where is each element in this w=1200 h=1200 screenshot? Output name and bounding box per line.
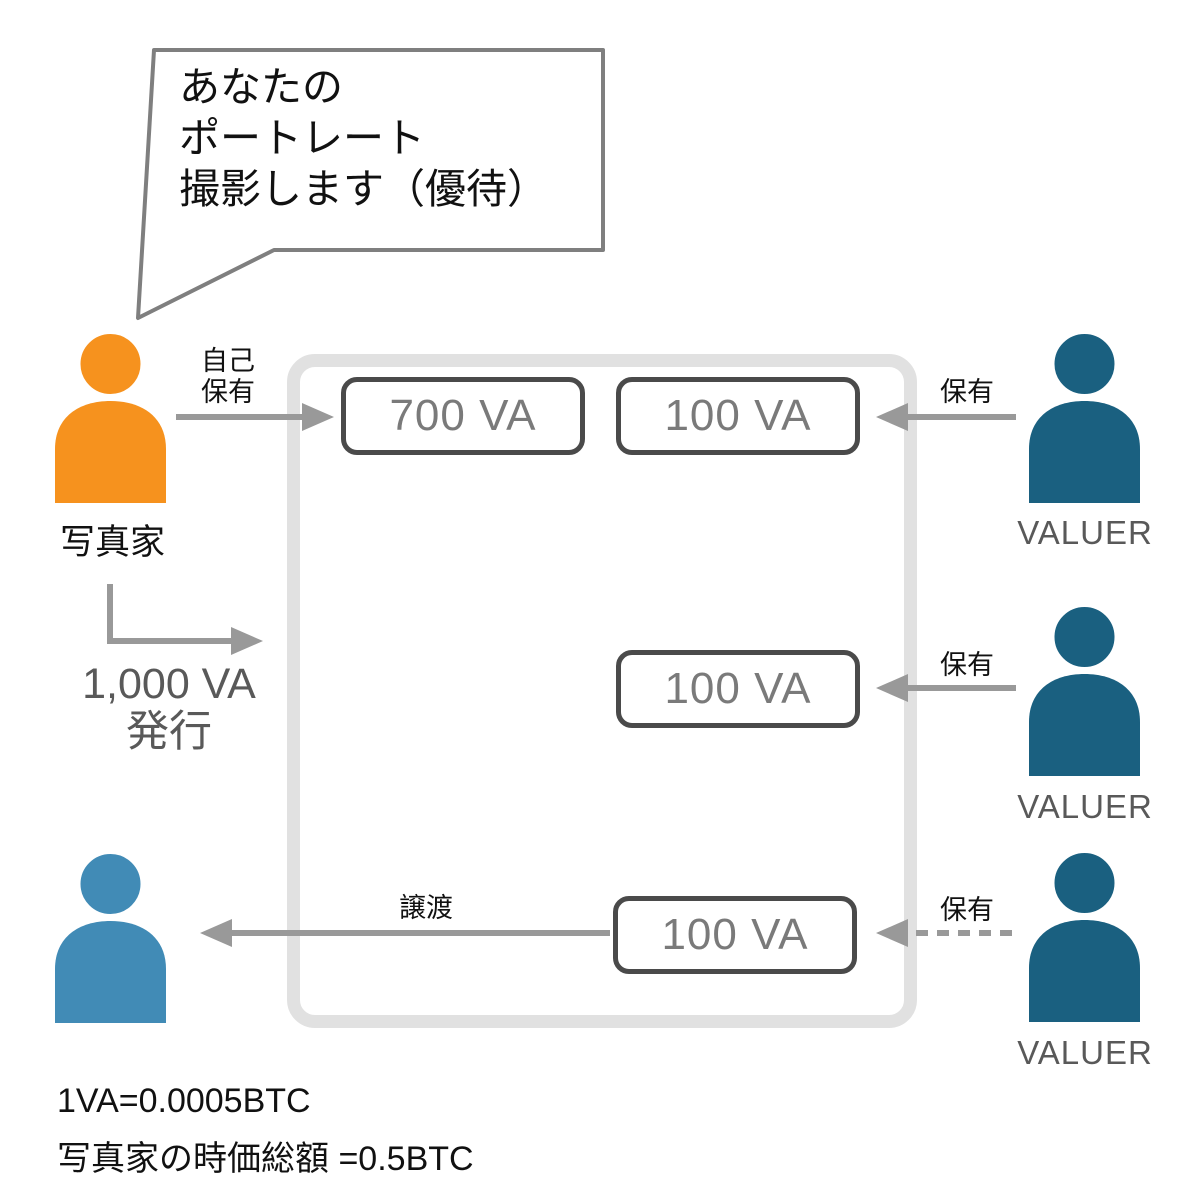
speech-bubble-line2: ポートレート bbox=[179, 115, 425, 161]
photographer-label: 写真家 bbox=[59, 523, 165, 562]
photographer-icon bbox=[55, 331, 166, 503]
va-box-100-middle: 100 VA bbox=[616, 650, 860, 728]
receiver-icon bbox=[55, 851, 166, 1023]
issue-label: 1,000 VA 発行 bbox=[54, 660, 284, 756]
self-hold-label: 自己 保有 bbox=[180, 346, 276, 408]
hold-label-1: 保有 bbox=[940, 377, 994, 407]
token-pool-container bbox=[287, 354, 917, 1028]
hold-label-3: 保有 bbox=[940, 895, 994, 925]
valuer-label-3: VALUER bbox=[1017, 1034, 1153, 1071]
speech-bubble-text: あなたの ポートレート 撮影します（優待） bbox=[179, 62, 548, 215]
self-hold-label-line1: 自己 bbox=[201, 346, 255, 376]
footer-marketcap-line: 写真家の時価総額 =0.5BTC bbox=[57, 1140, 474, 1178]
valuer-label-2: VALUER bbox=[1017, 788, 1153, 825]
speech-bubble-line3: 撮影します（優待） bbox=[179, 166, 548, 212]
self-hold-label-line2: 保有 bbox=[201, 377, 255, 407]
valuer-icon-2 bbox=[1029, 604, 1140, 776]
va-box-700: 700 VA bbox=[341, 377, 585, 455]
issue-label-line2: 発行 bbox=[126, 708, 212, 756]
hold-label-2: 保有 bbox=[940, 650, 994, 680]
va-box-100-bottom: 100 VA bbox=[613, 896, 857, 974]
issue-elbow-arrow bbox=[107, 584, 263, 655]
transfer-label: 譲渡 bbox=[399, 893, 453, 923]
va-box-100-top: 100 VA bbox=[616, 377, 860, 455]
speech-bubble-line1: あなたの bbox=[179, 64, 343, 110]
valuer-icon-1 bbox=[1029, 331, 1140, 503]
issue-label-line1: 1,000 VA bbox=[82, 660, 256, 708]
valuer-icon-3 bbox=[1029, 850, 1140, 1022]
valuer-label-1: VALUER bbox=[1017, 514, 1153, 551]
footer-rate-line: 1VA=0.0005BTC bbox=[57, 1082, 311, 1120]
